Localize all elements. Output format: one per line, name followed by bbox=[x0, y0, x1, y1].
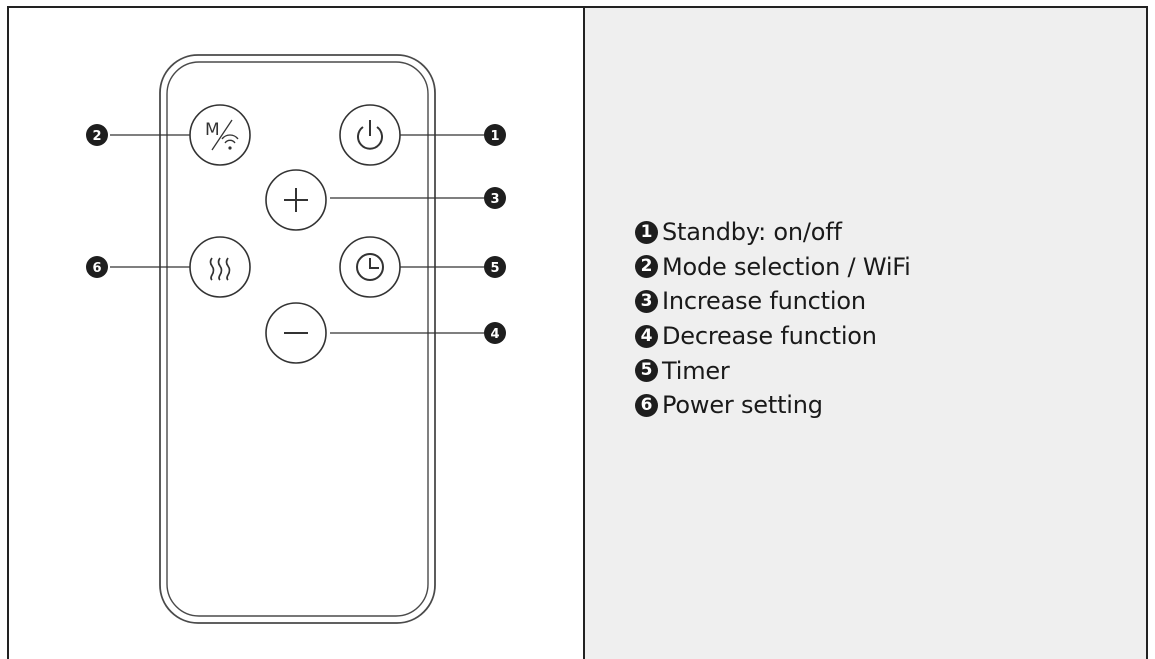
legend-item-standby: 1 Standby: on/off bbox=[635, 215, 911, 250]
callout-badge-6: 6 bbox=[86, 256, 108, 278]
callout-lines bbox=[110, 134, 484, 334]
legend-number-badge: 6 bbox=[635, 393, 658, 417]
column-divider bbox=[583, 6, 585, 659]
svg-text:6: 6 bbox=[92, 261, 101, 276]
legend-label: Power setting bbox=[662, 391, 823, 420]
legend-label: Standby: on/off bbox=[662, 218, 842, 247]
legend-list: 1 Standby: on/off 2 Mode selection / WiF… bbox=[635, 215, 911, 423]
legend-number-badge: 4 bbox=[635, 324, 658, 348]
table-frame bbox=[7, 6, 1148, 659]
legend-label: Decrease function bbox=[662, 322, 877, 351]
legend-number-badge: 5 bbox=[635, 359, 658, 383]
legend-number-badge: 2 bbox=[635, 255, 658, 279]
callout-badge-5: 5 bbox=[484, 256, 506, 278]
heat-icon bbox=[209, 257, 231, 281]
svg-text:3: 3 bbox=[490, 192, 499, 207]
plus-icon bbox=[284, 188, 308, 212]
legend-label: Increase function bbox=[662, 287, 866, 316]
callout-badge-1: 1 bbox=[484, 124, 506, 146]
mode-letter: M bbox=[205, 120, 220, 140]
mode-wifi-button[interactable] bbox=[189, 104, 251, 166]
remote-inner-outline bbox=[166, 61, 429, 617]
legend-number-badge: 1 bbox=[635, 220, 658, 244]
legend-label: Mode selection / WiFi bbox=[662, 252, 911, 281]
clock-icon bbox=[356, 253, 384, 281]
power-icon bbox=[357, 120, 383, 150]
callout-badge-3: 3 bbox=[484, 187, 506, 209]
legend-item-power-setting: 6 Power setting bbox=[635, 388, 911, 423]
legend-item-mode: 2 Mode selection / WiFi bbox=[635, 250, 911, 285]
legend-label: Timer bbox=[662, 356, 730, 385]
svg-text:5: 5 bbox=[490, 261, 499, 276]
remote-outer-outline bbox=[159, 54, 436, 624]
legend-item-timer: 5 Timer bbox=[635, 353, 911, 388]
callout-badge-2: 2 bbox=[86, 124, 108, 146]
svg-text:1: 1 bbox=[490, 129, 499, 144]
legend-panel bbox=[585, 8, 1146, 659]
mode-wifi-icon: M bbox=[205, 119, 239, 151]
svg-text:4: 4 bbox=[490, 327, 499, 342]
callout-badge-4: 4 bbox=[484, 322, 506, 344]
legend-number-badge: 3 bbox=[635, 289, 658, 313]
legend-item-decrease: 4 Decrease function bbox=[635, 319, 911, 354]
svg-text:2: 2 bbox=[92, 129, 101, 144]
legend-item-increase: 3 Increase function bbox=[635, 284, 911, 319]
